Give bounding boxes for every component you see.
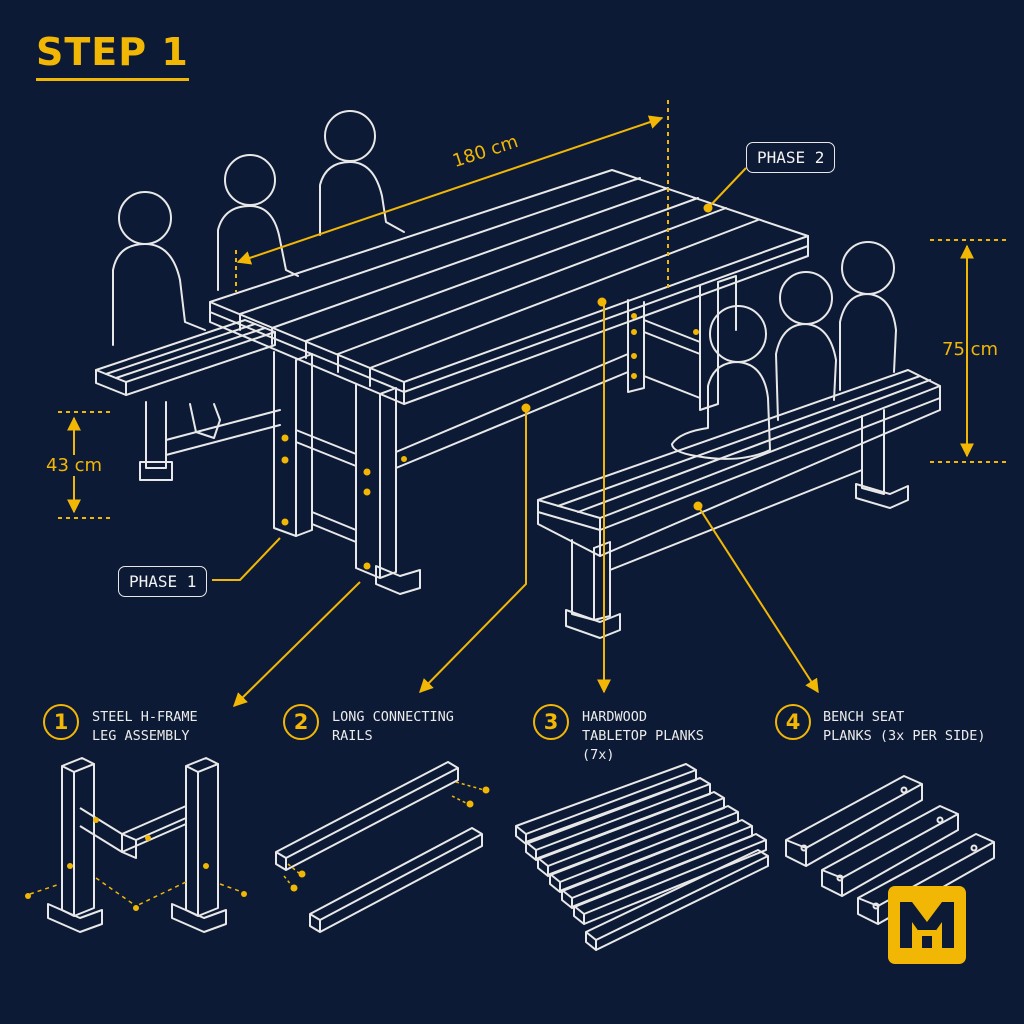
legend-item-1-line-2: LEG ASSEMBLY — [92, 728, 190, 744]
part-h-frame — [25, 757, 247, 933]
legend-item-4-line-1: BENCH SEAT — [823, 709, 905, 725]
legend-item-1: STEEL H-FRAME LEG ASSEMBLY — [92, 708, 282, 746]
legend-number-4: 4 — [775, 704, 811, 740]
legend-item-2-line-2: RAILS — [332, 728, 373, 744]
legend-item-3: HARDWOOD TABLETOP PLANKS (7x) — [582, 708, 772, 765]
legend-item-1-line-1: STEEL H-FRAME — [92, 709, 198, 725]
legend-number-3: 3 — [533, 704, 569, 740]
left-bench — [95, 319, 281, 481]
part-tabletop-planks — [515, 763, 769, 951]
legend-item-4: BENCH SEAT PLANKS (3x PER SIDE) — [823, 708, 1013, 746]
phase-1-label: PHASE 1 — [118, 566, 208, 597]
mh-logo-icon — [888, 886, 966, 964]
length-dimension-line — [236, 115, 664, 265]
legend-item-3-line-2: TABLETOP PLANKS — [582, 728, 704, 744]
legend-number-1: 1 — [43, 704, 79, 740]
table-height-label: 75 cm — [942, 339, 999, 360]
legend-number-2: 2 — [283, 704, 319, 740]
step-title: STEP 1 — [36, 30, 189, 81]
seated-people-left — [112, 110, 405, 439]
phase-2-label: PHASE 2 — [746, 142, 836, 173]
table-frame — [273, 275, 737, 595]
legend-item-2: LONG CONNECTING RAILS — [332, 708, 522, 746]
legend-item-3-line-1: HARDWOOD — [582, 709, 648, 725]
seated-people-right — [671, 241, 897, 460]
legend-item-3-line-3: (7x) — [582, 747, 615, 763]
pointer-lines — [212, 167, 819, 707]
mh-logo-mark — [900, 902, 954, 948]
dimension-lines — [58, 100, 1010, 519]
bolt-dots — [281, 203, 713, 570]
right-bench — [537, 369, 941, 639]
legend-item-4-line-2: PLANKS (3x PER SIDE) — [823, 728, 986, 744]
legend-item-2-line-1: LONG CONNECTING — [332, 709, 454, 725]
bench-height-label: 43 cm — [46, 455, 103, 476]
part-connecting-rails — [275, 761, 490, 933]
part-bench-planks — [785, 775, 995, 925]
